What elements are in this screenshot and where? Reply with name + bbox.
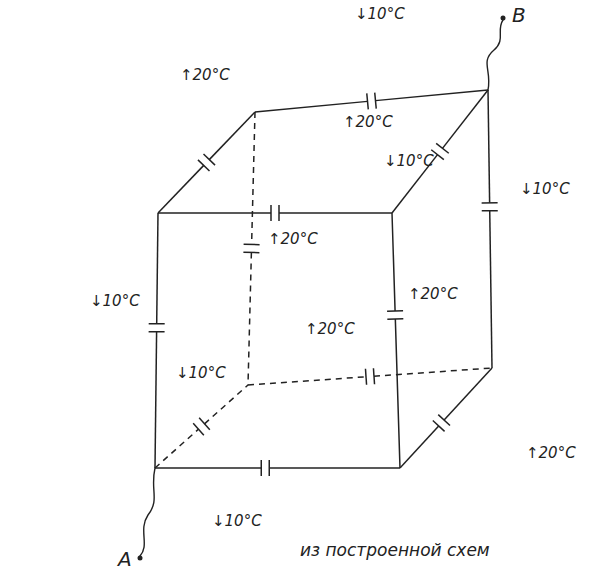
capacitor-plate (199, 418, 210, 430)
cube-edge (158, 165, 204, 213)
capacitor-plate (243, 252, 259, 254)
capacitor-plate (278, 205, 280, 221)
capacitor-plate (204, 154, 216, 165)
temperature-label: ↑20°C (343, 113, 393, 131)
temperature-label: ↑20°C (305, 320, 355, 338)
capacitor-plate (367, 93, 369, 109)
cube-edge (155, 332, 157, 468)
cube-edge (209, 112, 255, 160)
capacitor-plate (193, 423, 204, 435)
temperature-label: ↑20°C (526, 444, 576, 462)
cube-edge (155, 429, 199, 468)
temperature-label: ↓10°C (520, 180, 570, 198)
cube-edge (248, 252, 251, 385)
terminal-dot (138, 556, 143, 561)
terminal-label: A (118, 548, 132, 570)
capacitor-plate (482, 210, 498, 212)
capacitor-plate (270, 205, 272, 221)
temperature-label: ↓10°C (176, 364, 226, 382)
capacitor-plate (387, 310, 403, 312)
cube-edge (392, 213, 395, 311)
cube-edge (158, 212, 271, 214)
capacitor-plate (482, 202, 498, 204)
capacitor-plate (198, 160, 210, 171)
terminal-dot (501, 16, 506, 21)
cube-edge (442, 90, 488, 148)
capacitor-plate (373, 368, 374, 384)
leader-line (487, 20, 503, 90)
cube-edge (374, 368, 492, 376)
cube-edge (255, 101, 368, 112)
temperature-label: ↑20°C (268, 230, 318, 248)
capacitor-plate (436, 143, 449, 153)
cube-edge (155, 467, 261, 469)
temperature-label: ↓10°C (90, 292, 140, 310)
capacitor-plate (244, 244, 260, 246)
cube-edge (395, 319, 400, 468)
cube-edge (375, 90, 488, 101)
temperature-label: ↓10°C (384, 152, 434, 170)
temperature-label: ↓10°C (355, 5, 405, 23)
terminal-label: B (512, 4, 526, 26)
cube-edge (279, 212, 392, 214)
capacitor-plate (438, 415, 450, 426)
capacitor-plate (149, 323, 165, 325)
cube-edge (400, 426, 439, 468)
cube-edge (490, 211, 492, 368)
cube-edge (252, 112, 255, 245)
capacitor-plate (365, 369, 366, 385)
capacitor-plate (261, 460, 263, 476)
capacitor-plate (149, 331, 165, 333)
cube-edge (157, 213, 158, 324)
capacitor-plate (269, 460, 271, 476)
temperature-label: ↑20°C (408, 285, 458, 303)
leader-line (140, 468, 155, 556)
temperature-label: ↑20°C (180, 66, 230, 84)
cube-edge (248, 377, 366, 385)
capacitor-plate (387, 318, 403, 320)
cube-edge (444, 368, 492, 420)
cube-edge (269, 467, 400, 469)
temperature-label: ↓10°C (212, 512, 262, 530)
cube-edge (488, 90, 490, 203)
capacitor-plate (433, 421, 445, 432)
capacitor-plate (375, 93, 377, 109)
handwritten-note: из построенной схем (300, 540, 490, 560)
cube-edge (204, 385, 248, 424)
